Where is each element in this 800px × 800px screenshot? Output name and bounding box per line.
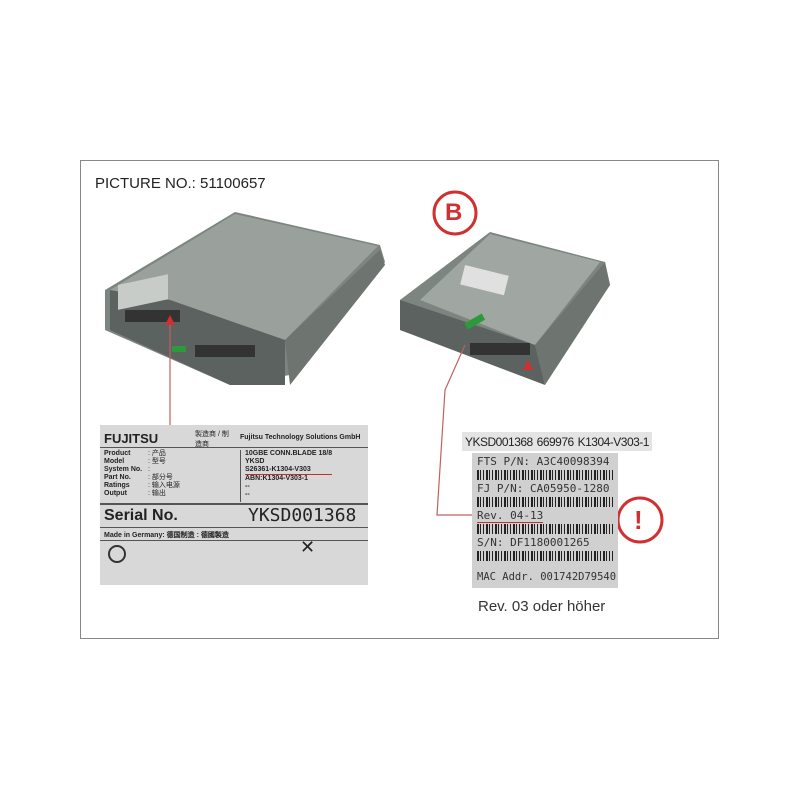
field-label-cn: : 型号 (148, 458, 166, 465)
device-photo-right (400, 232, 610, 385)
brand-logo: FUJITSU (104, 431, 159, 446)
strip-code: 669976 (536, 434, 575, 449)
made-in: Made in Germany: 德国制造 : 德國製造 (104, 532, 229, 539)
serial-label: Serial No. (104, 507, 178, 524)
arrow-right (523, 360, 533, 370)
warning-icon (616, 496, 664, 544)
strip-serial: YKSD001368 (465, 434, 533, 449)
right-label-strip: YKSD001368 669976 K1304-V303-1 (462, 432, 652, 451)
mac-address: MAC Addr. 001742D79540 (477, 571, 617, 583)
barcode (477, 524, 613, 534)
field-value: YKSD (245, 458, 265, 465)
device-photo-left (105, 212, 385, 385)
field-value: ABN:K1304-V303-1 (245, 475, 309, 482)
field-label-cn: : 输入电源 (148, 482, 180, 489)
serial-number: S/N: DF1180001265 (477, 536, 590, 549)
revision: Rev. 04-13 (477, 509, 544, 523)
field-label-cn: : 产品 (148, 450, 166, 457)
field-value: 10GBE CONN.BLADE 18/8 (245, 450, 333, 457)
barcode (477, 470, 613, 480)
manufacturer: Fujitsu Technology Solutions GmbH (240, 434, 361, 441)
arrow-left (165, 315, 175, 325)
manufacturer-cn: 製造商 / 制造商 (195, 431, 229, 448)
warning-mark: ! (634, 505, 643, 535)
marker-b: B (445, 199, 463, 226)
field-label: Product (104, 450, 131, 457)
field-label: Output (104, 490, 127, 497)
field-label-cn: : 部分号 (148, 474, 173, 481)
pointer-line-right (436, 344, 472, 516)
serial-value: YKSD001368 (248, 505, 357, 526)
field-label: System No. (104, 466, 143, 473)
picture-frame (80, 160, 719, 639)
fj-pn: FJ P/N: CA05950-1280 (477, 482, 610, 495)
fts-pn: FTS P/N: A3C40098394 (477, 455, 610, 468)
field-value: -- (245, 491, 250, 498)
field-value: S26361-K1304-V303 (245, 466, 333, 475)
weee-bin-icon: ✕ (300, 537, 316, 557)
strip-part: K1304-V303-1 (577, 434, 650, 449)
recycle-10-icon (108, 545, 126, 563)
picture-number: PICTURE NO.: 51100657 (95, 175, 266, 192)
field-value: -- (245, 483, 250, 490)
field-label-cn: : (148, 466, 150, 473)
right-barcode-label: FTS P/N: A3C40098394 FJ P/N: CA05950-128… (472, 453, 618, 588)
field-label: Part No. (104, 474, 131, 481)
barcode (477, 497, 613, 507)
marker-b-circle (432, 190, 478, 236)
barcode (477, 551, 613, 561)
revision-note: Rev. 03 oder höher (478, 598, 606, 615)
field-label: Ratings (104, 482, 130, 489)
field-label-cn: : 输出 (148, 490, 166, 497)
left-product-label: FUJITSU 製造商 / 制造商 Fujitsu Technology Sol… (100, 425, 368, 585)
field-label: Model (104, 458, 125, 465)
